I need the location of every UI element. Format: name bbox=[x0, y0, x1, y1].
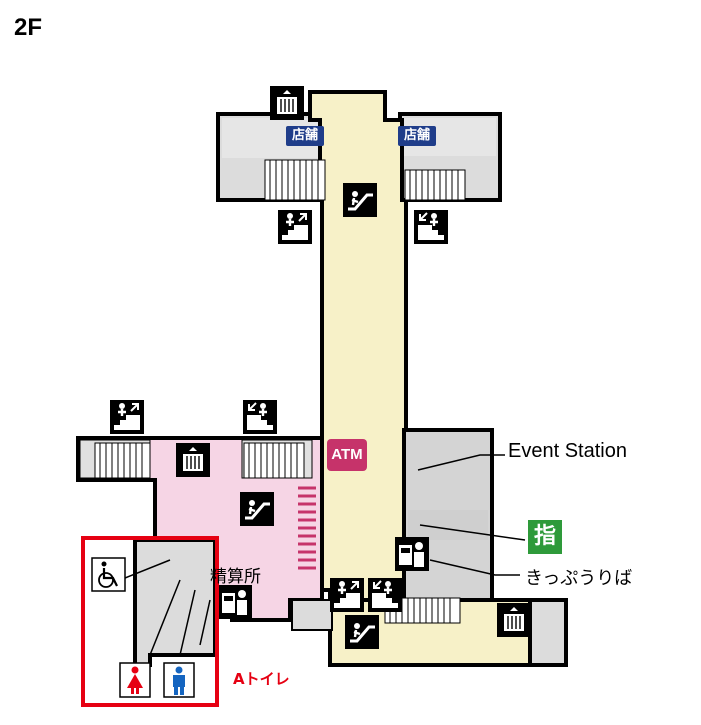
escalator-icon bbox=[345, 615, 379, 649]
ticket-office-label: きっぷうりば bbox=[525, 568, 633, 589]
atm-badge[interactable]: ATM bbox=[327, 439, 367, 471]
elevator-icon bbox=[270, 86, 304, 120]
event-station-label: Event Station bbox=[508, 440, 627, 462]
toilet-a-label[interactable]: Aトイレ bbox=[233, 670, 290, 688]
leader-lines bbox=[124, 454, 526, 656]
elevator-icon bbox=[497, 603, 531, 637]
toilet-highlight-frame bbox=[81, 536, 219, 707]
ticket-machine-icon bbox=[395, 537, 429, 571]
female-toilet-icon bbox=[119, 662, 151, 698]
escalator-icon bbox=[343, 183, 377, 217]
fare-adjustment-label: 精算所 bbox=[210, 567, 261, 587]
stairs-up-icon bbox=[110, 400, 144, 434]
designated-seat-badge: 指 bbox=[528, 520, 562, 554]
escalator-icon bbox=[240, 492, 274, 526]
stairs-down-icon bbox=[243, 400, 277, 434]
shop-badge-left: 店舗 bbox=[286, 126, 324, 146]
stairs-down-icon bbox=[368, 578, 402, 612]
ticket-machine-icon bbox=[218, 585, 252, 619]
stairs-up-icon bbox=[278, 210, 312, 244]
wheelchair-icon bbox=[91, 557, 126, 592]
male-toilet-icon bbox=[163, 662, 195, 698]
toilet-block bbox=[133, 538, 217, 667]
stairs-up-icon bbox=[330, 578, 364, 612]
shop-badge-right: 店舗 bbox=[398, 126, 436, 146]
elevator-icon bbox=[176, 443, 210, 477]
stairs-down-icon bbox=[414, 210, 448, 244]
fare-gates bbox=[298, 486, 316, 570]
floor-label: 2F bbox=[14, 14, 43, 41]
